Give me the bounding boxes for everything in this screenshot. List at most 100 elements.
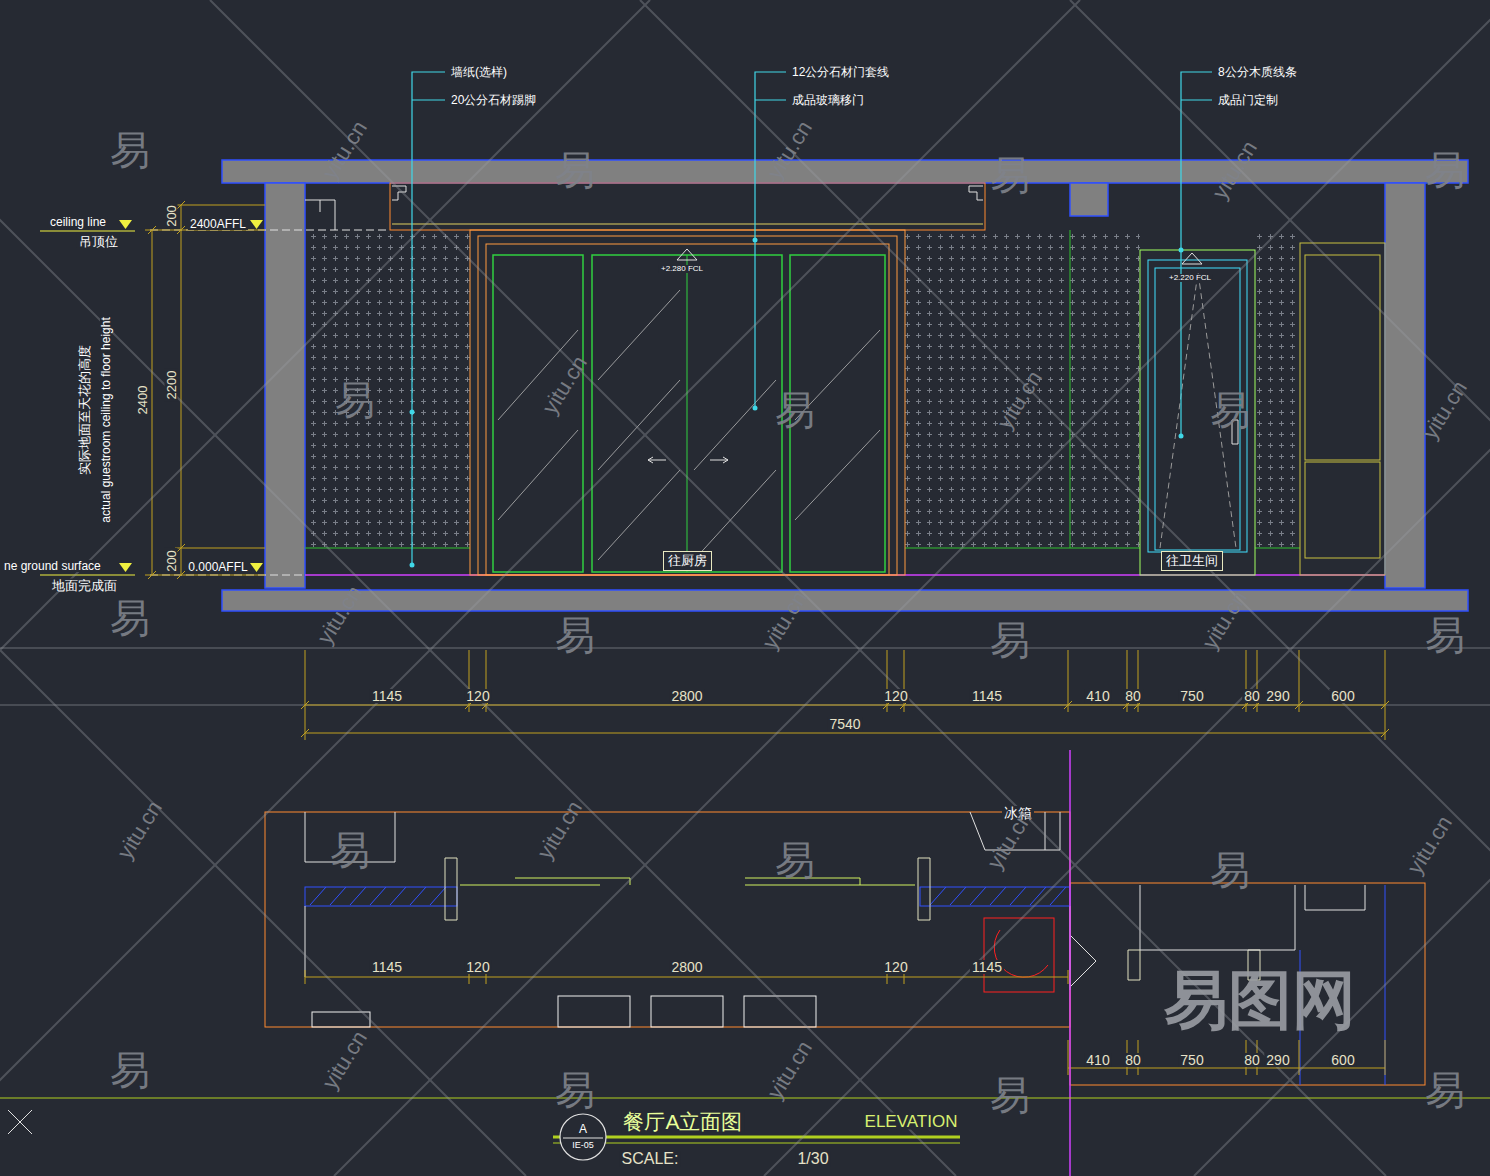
grid-line [0, 648, 1490, 705]
plan-view [305, 812, 1070, 990]
watermark: yitu.cn [994, 367, 1046, 433]
wallpaper-hatch [905, 230, 1140, 548]
annotation-text: 1145 [370, 689, 404, 703]
annotation-text: 2200 [165, 369, 178, 402]
dimension-line [301, 701, 1389, 737]
drawing-title: 餐厅A立面图 [621, 1111, 744, 1132]
plan-view [920, 887, 1070, 906]
leader-dot [410, 238, 1184, 568]
plan-view [984, 918, 1054, 992]
annotation-text: 20公分石材踢脚 [449, 94, 538, 106]
glass-sliding-door [687, 255, 688, 572]
leader-dot [1179, 434, 1184, 439]
annotation-text: ELEVATION [863, 1113, 960, 1130]
glass-sliding-door [470, 230, 905, 575]
watermark: yitu.cn [1419, 377, 1471, 443]
watermark: yitu.cn [1404, 812, 1456, 878]
grid-line [0, 648, 1490, 705]
level-symbol [119, 220, 263, 572]
annotation-text: 120 [464, 689, 491, 703]
annotation-text: 290 [1264, 1053, 1291, 1067]
level-symbol [119, 220, 132, 229]
wall-lines [150, 200, 1385, 575]
annotation-text: 200 [165, 203, 178, 229]
cabinet [1300, 243, 1385, 575]
node-text: A [579, 1123, 587, 1136]
watermark: yitu.cn [319, 117, 371, 183]
watermark: 易 [110, 1050, 150, 1090]
watermark: 易 [1425, 1070, 1465, 1110]
leader-line [412, 72, 1212, 565]
watermark: 易 [1210, 850, 1250, 890]
annotation-text: ceiling line [48, 216, 108, 228]
wall-lines [305, 548, 1300, 549]
wc-door [1140, 250, 1255, 575]
level-dimension [152, 205, 181, 575]
annotation-text: 600 [1329, 1053, 1356, 1067]
annotation-text: 2400AFFL [188, 218, 248, 230]
annotation-text: 1145 [970, 689, 1004, 703]
structure-slab [222, 160, 1468, 183]
plan-view [310, 887, 1066, 905]
watermark: 易 [775, 840, 815, 880]
annotation-text: 410 [1084, 689, 1111, 703]
annotation-text: 410 [1084, 1053, 1111, 1067]
watermark: 易 [110, 130, 150, 170]
level-symbol [119, 563, 132, 572]
leader-dot [410, 563, 415, 568]
label-box: 往卫生间 [1161, 551, 1223, 571]
plan-view [312, 1012, 370, 1027]
level-symbol [250, 220, 263, 229]
cabinet [1305, 255, 1380, 460]
annotation-text: 2800 [669, 689, 704, 703]
structure-slab [265, 183, 305, 588]
wall-lines [305, 200, 335, 230]
glass-sliding-door [478, 236, 897, 575]
annotation-text: 2400 [136, 384, 149, 417]
annotation-text: 12公分石材门套线 [790, 66, 891, 78]
annotation-text: 750 [1178, 1053, 1205, 1067]
plan-view [651, 996, 723, 1027]
annotation-text: 200 [165, 548, 178, 574]
dimension-line [305, 650, 1385, 740]
dimension-line [301, 650, 1389, 740]
watermark: yitu.cn [1199, 587, 1251, 653]
leader-dot [410, 410, 415, 415]
watermark: 易 [555, 1070, 595, 1110]
plan-view [558, 996, 630, 1027]
wallpaper-hatch [305, 230, 470, 548]
circle-outline [560, 1114, 606, 1160]
annotation-text: 地面完成面 [50, 579, 119, 592]
watermark: yitu.cn [314, 582, 366, 648]
node-text: 往厨房 [668, 554, 707, 568]
wallpaper-hatch [1255, 230, 1300, 548]
node-text: 往卫生间 [1166, 554, 1218, 568]
level-underline [40, 231, 135, 575]
annotation-text: 实际地面至天花的高度 [78, 343, 91, 477]
glass-sliding-door [486, 244, 889, 575]
glass-sliding-door [677, 249, 697, 260]
watermark: 易 [1210, 390, 1250, 430]
section-line [8, 1110, 32, 1134]
watermark: 易 [335, 380, 375, 420]
annotation-text: actual guestroom ceiling to floor height [100, 315, 112, 524]
annotation-text: 1145 [370, 960, 404, 974]
structure-slab [222, 590, 1468, 611]
watermark: yitu.cn [539, 352, 591, 418]
annotation-text: +2.220 FCL [1167, 274, 1213, 282]
annotation-text: 0.000AFFL [186, 561, 249, 573]
watermark: 易 [110, 598, 150, 638]
plan-view [460, 878, 915, 885]
cabinet [1305, 462, 1380, 558]
section-line [553, 1136, 960, 1139]
plan-view [305, 887, 457, 906]
watermark: yitu.cn [984, 807, 1036, 873]
watermark: 易 [1425, 615, 1465, 655]
annotation-text: 120 [882, 960, 909, 974]
glass-sliding-door [498, 290, 880, 560]
watermark: yitu.cn [759, 587, 811, 653]
